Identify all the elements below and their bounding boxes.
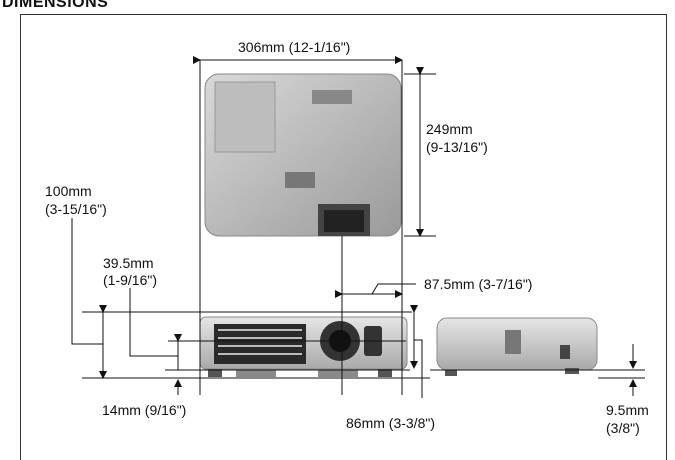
width-label: 306mm (12-1/16") [238, 39, 350, 55]
page-title: DIMENSIONS [2, 0, 109, 11]
side-foot-label-in: (3/8") [606, 420, 640, 436]
side-foot-label-mm: 9.5mm [606, 402, 649, 418]
lens-height-label-mm: 39.5mm [103, 255, 154, 271]
projector-side-view [436, 317, 598, 376]
body-height-label: 86mm (3-3/8") [346, 415, 435, 431]
depth-label-in: (9-13/16") [426, 139, 488, 155]
lens-offset-label: 87.5mm (3-7/16") [424, 276, 532, 292]
foot-height-label: 14mm (9/16") [102, 402, 186, 418]
height-total-label-in: (3-15/16") [45, 201, 107, 217]
lens-height-label-in: (1-9/16") [103, 272, 157, 288]
depth-label-mm: 249mm [426, 121, 473, 137]
projector-front-view [199, 316, 408, 377]
height-total-label-mm: 100mm [45, 183, 92, 199]
diagram-frame [20, 14, 667, 460]
projector-top-view [204, 73, 402, 237]
dimension-lines [71, 56, 645, 398]
